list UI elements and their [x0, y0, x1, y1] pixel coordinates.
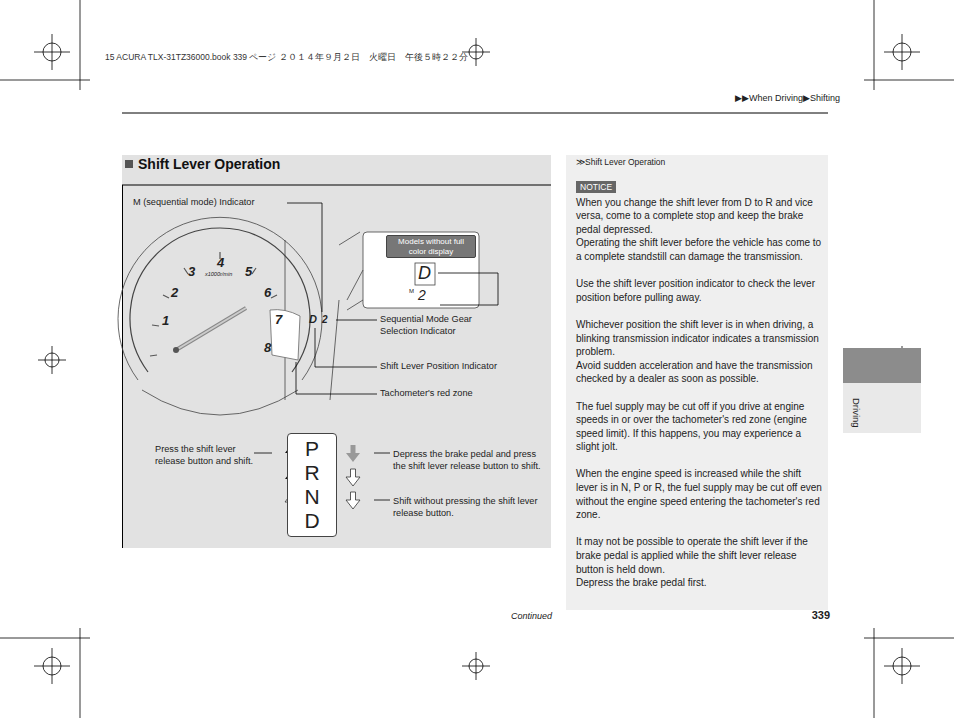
callout-label: M (sequential mode) Indicator — [133, 197, 293, 207]
gauge-number: 6 — [264, 285, 278, 300]
gear-letter: D — [309, 313, 321, 325]
header-stamp: 15 ACURA TLX-31TZ36000.book 339 ページ ２０１４… — [105, 52, 605, 64]
side-tab: Driving — [851, 398, 862, 458]
note-paragraph: When the engine speed is increased while… — [576, 467, 824, 521]
note-paragraph: The fuel supply may be cut off if you dr… — [576, 400, 824, 454]
gauge-number: 3 — [188, 264, 202, 279]
gauge-number: 7 — [275, 312, 289, 327]
callout-label: Shift Lever Position Indicator — [380, 361, 545, 371]
continued-note: Continued — [480, 611, 552, 621]
callout-label: Tachometer's red zone — [380, 388, 545, 398]
gear-number: 2 — [322, 314, 334, 325]
page-number: 339 — [800, 609, 830, 621]
gear-position: R — [288, 461, 336, 485]
mode-letter: M — [409, 288, 419, 294]
section-title: Shift Lever Operation — [138, 156, 280, 172]
model-tag: Models without full color display — [386, 235, 476, 258]
gauge-number: 8 — [264, 340, 278, 355]
callout-label: Depress the brake pedal and press the sh… — [393, 448, 543, 472]
gear-number: 2 — [418, 287, 432, 303]
gear-position: D — [288, 509, 336, 533]
note-paragraph: Depress the brake pedal first. — [576, 576, 824, 590]
note-paragraph: Avoid sudden acceleration and have the t… — [576, 359, 824, 386]
callout-label: Press the shift lever release button and… — [155, 443, 255, 467]
shift-gate: PRND — [287, 433, 337, 537]
callout-label: Sequential Mode Gear Selection Indicator — [380, 314, 490, 337]
gauge-unit: x1000r/min — [205, 271, 265, 277]
gear-position: N — [288, 485, 336, 509]
note-heading: ≫Shift Lever Operation — [576, 156, 824, 170]
callout-label: Shift without pressing the shift lever r… — [393, 495, 543, 519]
note-paragraph: Use the shift lever position indicator t… — [576, 277, 824, 304]
note-paragraph: It may not be possible to operate the sh… — [576, 535, 824, 576]
note-paragraph: When you change the shift lever from D t… — [576, 196, 824, 237]
notice-text: NOTICE — [580, 182, 612, 192]
gauge-number: 2 — [171, 285, 185, 300]
gauge-number: 4 — [217, 255, 231, 270]
gear-letter: D — [418, 263, 436, 284]
notice-badge: NOTICE — [576, 181, 616, 193]
tag-text: Models without full color display — [389, 237, 473, 256]
gauge-number: 1 — [162, 313, 176, 328]
note-panel: ≫Shift Lever OperationNOTICE When you cha… — [576, 156, 824, 590]
breadcrumb: ▶▶When Driving▶Shifting — [690, 93, 840, 103]
gauge-number: 5 — [245, 264, 259, 279]
gear-position: P — [288, 437, 336, 461]
note-paragraph: Whichever position the shift lever is in… — [576, 318, 824, 359]
note-paragraph: Operating the shift lever before the veh… — [576, 236, 824, 263]
